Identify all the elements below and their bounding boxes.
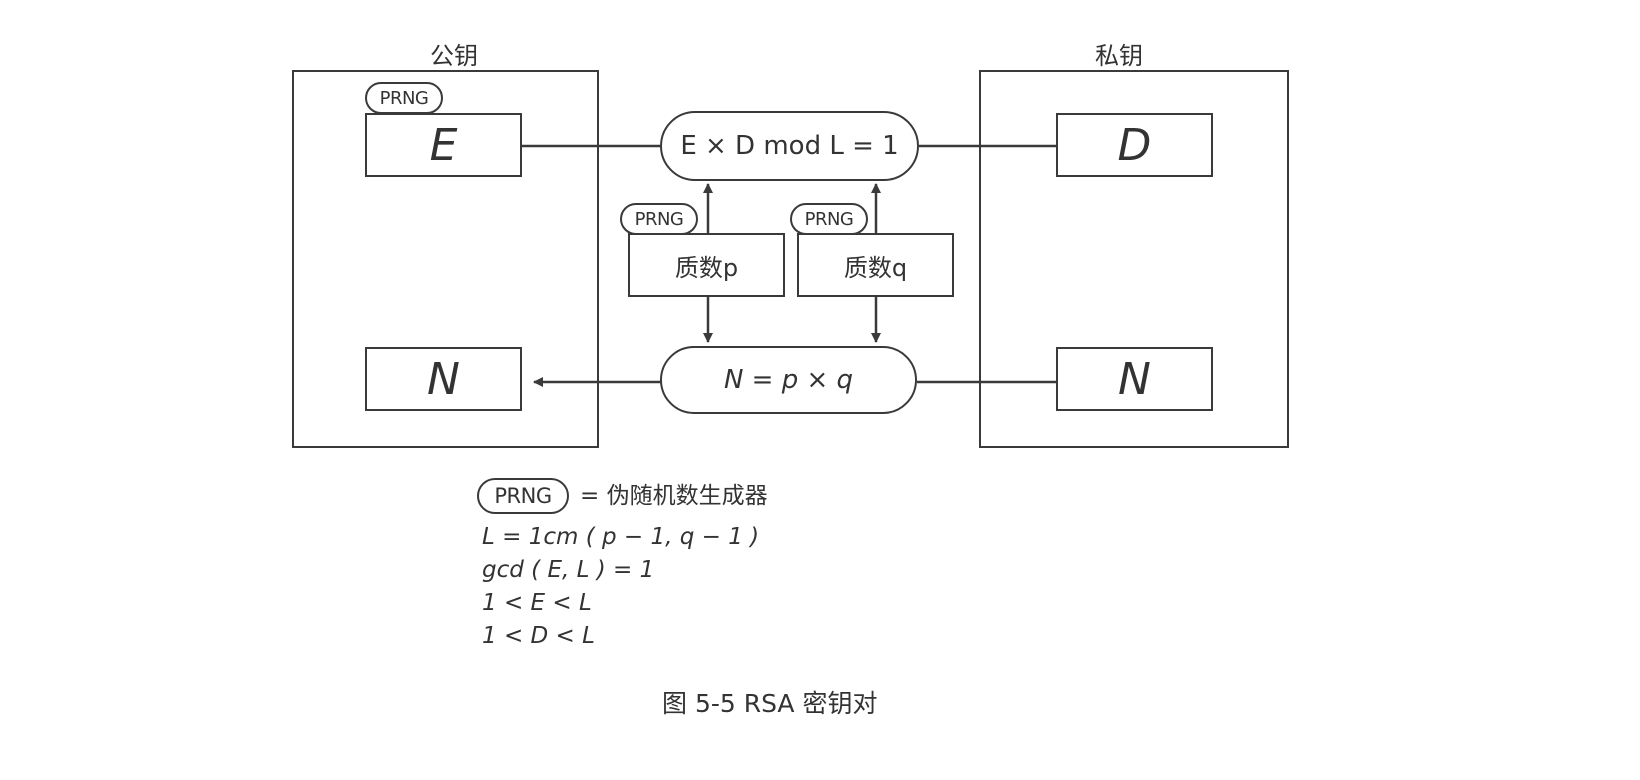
prng-tag-q: PRNG [790,203,868,235]
public-n-box: N [365,347,522,411]
figure-caption: 图 5-5 RSA 密钥对 [662,689,878,718]
prime-p-box: 质数p [628,233,785,297]
prng-tag-p: PRNG [620,203,698,235]
private-key-frame [979,70,1289,448]
ed-mod-equation: E × D mod L = 1 [660,111,919,181]
public-key-title: 公钥 [430,42,478,70]
public-key-frame [292,70,599,448]
legend-prng-definition: = 伪随机数生成器 [580,483,768,509]
prng-tag-e: PRNG [365,82,443,114]
n-equation: N = p × q [660,346,917,414]
private-n-box: N [1056,347,1213,411]
prime-q-box: 质数q [797,233,954,297]
public-e-box: E [365,113,522,177]
private-d-box: D [1056,113,1213,177]
legend-line-e-range: 1 < E < L [482,590,592,616]
legend-line-gcd: gcd ( E, L ) = 1 [482,557,655,583]
legend-line-d-range: 1 < D < L [482,623,595,649]
legend-prng-tag: PRNG [477,478,569,514]
legend-line-l: L = 1cm ( p − 1, q − 1 ) [482,524,760,550]
private-key-title: 私钥 [1095,42,1143,70]
